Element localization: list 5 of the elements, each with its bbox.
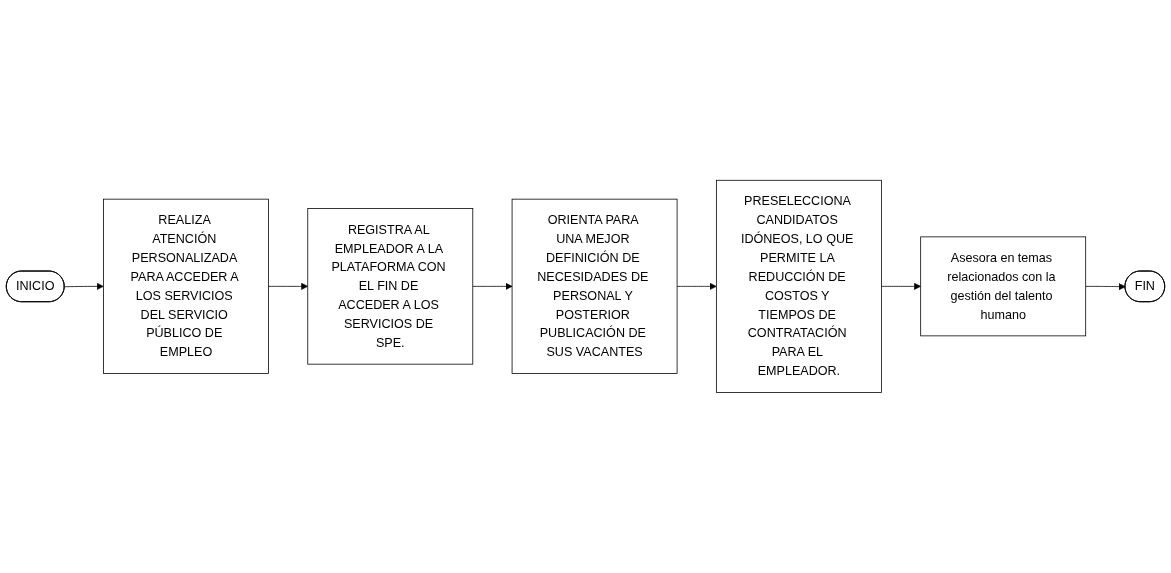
node-box: PRESELECCIONA CANDIDATOS IDÓNEOS, LO QUE PERMITE LA REDUCCIÓN DE COSTOS Y TIEMPOS DE CONTRATACIÓN PARA EL EMPLEADOR.: [716, 180, 882, 393]
node-box: REGISTRA AL EMPLEADOR A LA PLATAFORMA CON EL FIN DE ACCEDER A LOS SERVICIOS DE SPE.: [307, 208, 474, 365]
node-box: REALIZA ATENCIÓN PERSONALIZADA PARA ACCEDER A LOS SERVICIOS DEL SERVICIO PÚBLICO DE EMPLEO: [103, 198, 269, 375]
node-box: ORIENTA PARA UNA MEJOR DEFINICIÓN DE NECESIDADES DE PERSONAL Y POSTERIOR PUBLICACIÓN DE SUS VACANTES: [511, 198, 678, 375]
node-box: Asesora en temas relacionados con la gestión del talento humano: [920, 236, 1087, 337]
